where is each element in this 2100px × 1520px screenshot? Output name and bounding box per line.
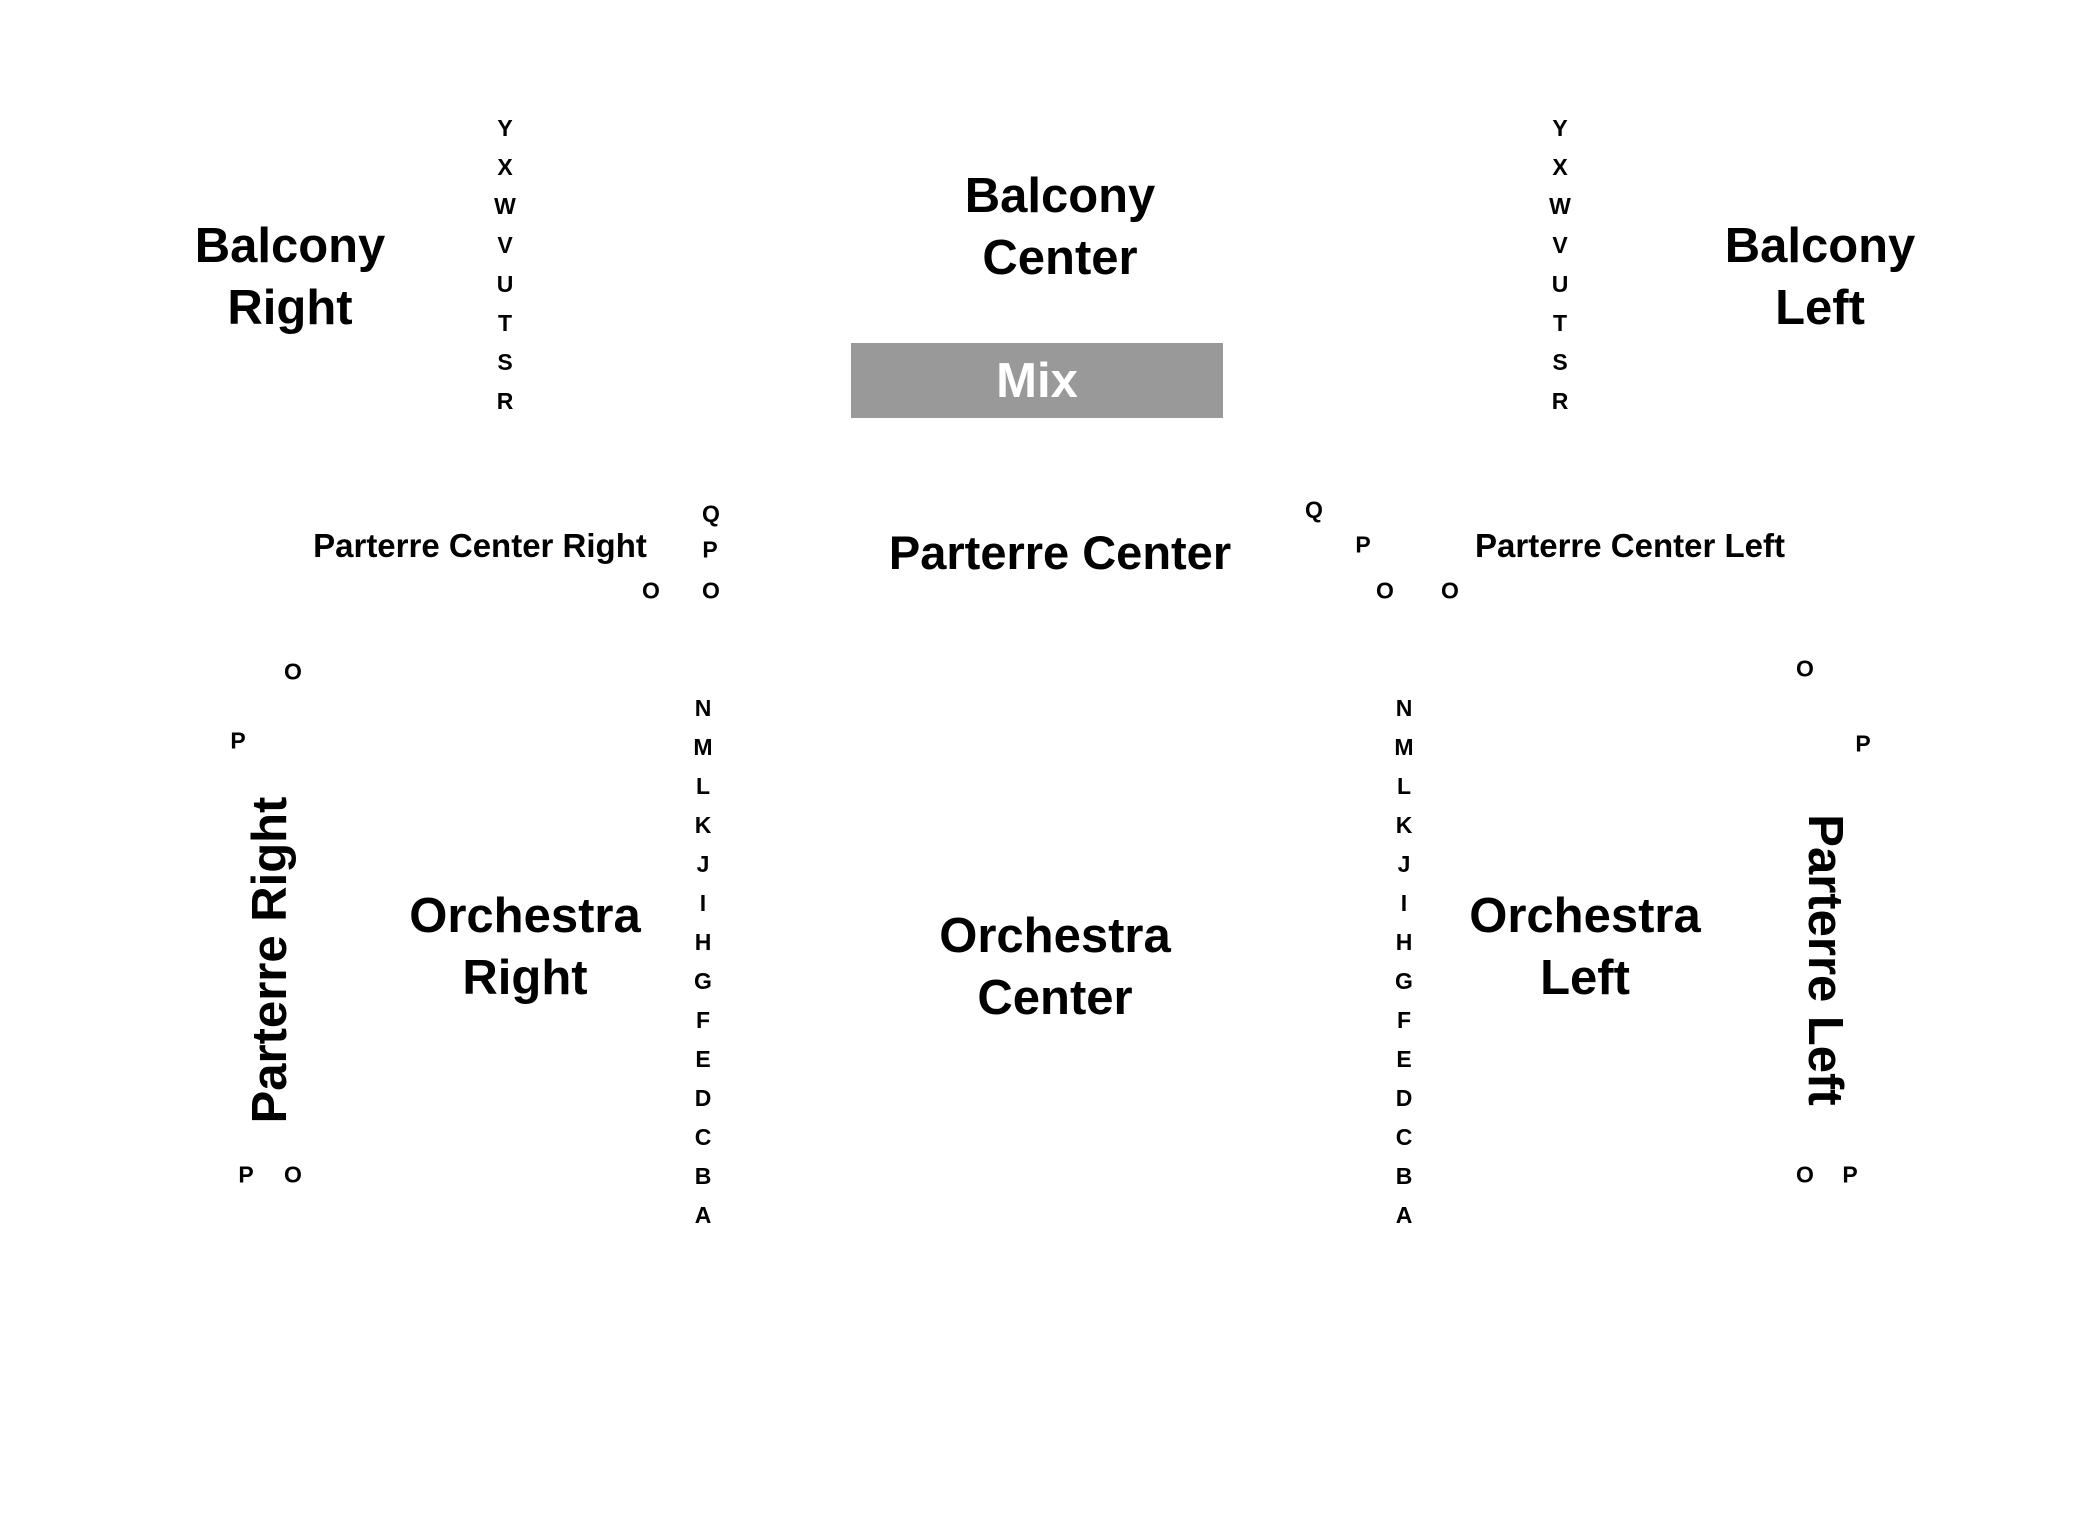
section-parterre-center-label: Parterre Center xyxy=(888,526,1232,579)
section-balcony-center-line-1: Balcony xyxy=(964,169,1156,223)
orchestra-left-row-labels: N M L K J I H G F E D C B A xyxy=(1389,689,1419,1235)
row-label: C xyxy=(694,1124,712,1150)
row-label: M xyxy=(1394,734,1414,760)
row-label: A xyxy=(694,1202,712,1228)
section-orchestra-left-line-2: Left xyxy=(1540,951,1630,1006)
row-label-q: Q xyxy=(1305,496,1323,523)
row-label: J xyxy=(696,851,710,877)
section-parterre-center-right[interactable]: Parterre Center Right xyxy=(300,525,660,567)
row-label-p: P xyxy=(702,536,718,563)
mix-position: Mix xyxy=(851,343,1223,418)
section-parterre-left[interactable]: Parterre Left xyxy=(1798,814,1852,1106)
balcony-right-row-labels: Y X W V U T S R xyxy=(490,109,520,421)
row-label: F xyxy=(695,1007,711,1033)
row-label: F xyxy=(1396,1007,1412,1033)
row-label-o: O xyxy=(702,577,720,604)
section-parterre-center-left-label: Parterre Center Left xyxy=(1475,527,1785,564)
section-balcony-left-line-2: Left xyxy=(1775,281,1865,336)
row-label: G xyxy=(1395,968,1413,994)
section-orchestra-right[interactable]: Orchestra Right xyxy=(395,885,655,1009)
section-orchestra-center-line-2: Center xyxy=(977,971,1133,1026)
row-label: S xyxy=(497,349,513,375)
row-label: U xyxy=(496,271,514,297)
row-label: V xyxy=(497,232,513,258)
row-label-p: P xyxy=(1855,730,1871,757)
row-label: B xyxy=(694,1163,712,1189)
row-label: A xyxy=(1395,1202,1413,1228)
row-label-o: O xyxy=(1796,1161,1814,1188)
row-label-p: P xyxy=(1842,1161,1858,1188)
section-balcony-right-line-1: Balcony xyxy=(194,219,386,273)
row-label-o: O xyxy=(284,658,302,685)
row-label: N xyxy=(694,695,712,721)
section-parterre-center-left[interactable]: Parterre Center Left xyxy=(1465,525,1795,567)
section-orchestra-right-line-1: Orchestra xyxy=(409,889,641,943)
row-label: J xyxy=(1397,851,1411,877)
row-label: R xyxy=(496,388,514,414)
row-label: M xyxy=(693,734,713,760)
section-parterre-center-right-label: Parterre Center Right xyxy=(313,527,647,564)
row-label: W xyxy=(494,193,516,219)
row-label: V xyxy=(1552,232,1568,258)
section-balcony-center-line-2: Center xyxy=(982,231,1138,286)
row-label-p: P xyxy=(1355,531,1371,558)
row-label: I xyxy=(1400,890,1408,916)
row-label: H xyxy=(1395,929,1413,955)
row-label: N xyxy=(1395,695,1413,721)
section-balcony-left[interactable]: Balcony Left xyxy=(1715,215,1925,339)
row-label: W xyxy=(1549,193,1571,219)
section-orchestra-center[interactable]: Orchestra Center xyxy=(920,905,1190,1029)
row-label: Y xyxy=(497,115,513,141)
balcony-left-row-labels: Y X W V U T S R xyxy=(1545,109,1575,421)
row-label: D xyxy=(694,1085,712,1111)
row-label: X xyxy=(1552,154,1568,180)
row-label: U xyxy=(1551,271,1569,297)
row-label: S xyxy=(1552,349,1568,375)
row-label: T xyxy=(497,310,513,336)
row-label-p: P xyxy=(230,727,246,754)
row-label: Y xyxy=(1552,115,1568,141)
row-label: K xyxy=(694,812,712,838)
row-label-o: O xyxy=(1441,577,1459,604)
row-label: I xyxy=(699,890,707,916)
row-label: D xyxy=(1395,1085,1413,1111)
section-balcony-right[interactable]: Balcony Right xyxy=(190,215,390,339)
section-orchestra-right-line-2: Right xyxy=(462,951,588,1006)
row-label: B xyxy=(1395,1163,1413,1189)
section-balcony-center[interactable]: Balcony Center xyxy=(935,165,1185,289)
orchestra-right-row-labels: N M L K J I H G F E D C B A xyxy=(688,689,718,1235)
row-label: K xyxy=(1395,812,1413,838)
row-label-o: O xyxy=(1796,655,1814,682)
row-label: T xyxy=(1552,310,1568,336)
section-balcony-left-line-1: Balcony xyxy=(1724,219,1916,273)
row-label: C xyxy=(1395,1124,1413,1150)
row-label-o: O xyxy=(642,577,660,604)
section-orchestra-center-line-1: Orchestra xyxy=(939,909,1171,963)
row-label: X xyxy=(497,154,513,180)
row-label-o: O xyxy=(284,1161,302,1188)
row-label: L xyxy=(1396,773,1412,799)
section-orchestra-left[interactable]: Orchestra Left xyxy=(1455,885,1715,1009)
row-label-q: Q xyxy=(702,500,720,527)
row-label: H xyxy=(694,929,712,955)
row-label-p: P xyxy=(238,1161,254,1188)
row-label: L xyxy=(695,773,711,799)
row-label-o: O xyxy=(1376,577,1394,604)
section-parterre-right[interactable]: Parterre Right xyxy=(243,796,297,1124)
section-orchestra-left-line-1: Orchestra xyxy=(1469,889,1701,943)
row-label: E xyxy=(695,1046,711,1072)
row-label: G xyxy=(694,968,712,994)
section-parterre-center[interactable]: Parterre Center xyxy=(870,523,1250,583)
row-label: E xyxy=(1396,1046,1412,1072)
section-balcony-right-line-2: Right xyxy=(227,281,353,336)
row-label: R xyxy=(1551,388,1569,414)
